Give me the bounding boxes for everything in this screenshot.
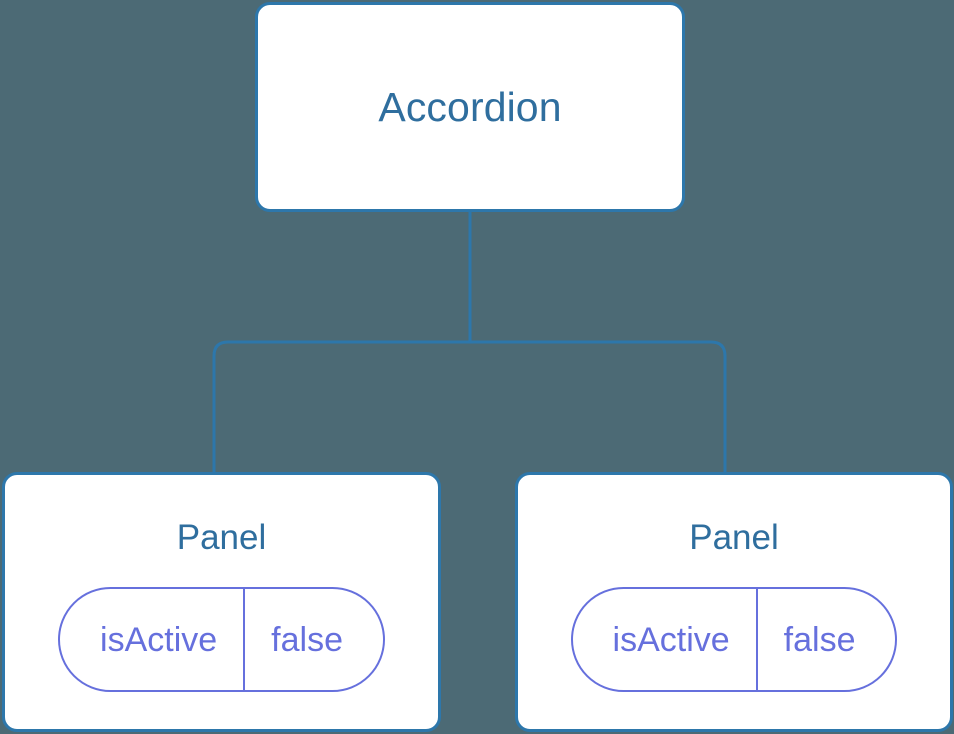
- node-panel-right-label: Panel: [689, 518, 779, 557]
- state-pill-value-right: false: [755, 589, 896, 690]
- connector-to-panel-right: [470, 340, 727, 478]
- node-panel-right[interactable]: Panel isActive false: [515, 472, 953, 732]
- node-accordion-label: Accordion: [378, 83, 562, 130]
- state-pill-key-right: isActive: [612, 620, 730, 659]
- node-accordion[interactable]: Accordion: [255, 2, 685, 212]
- node-panel-left-label: Panel: [176, 518, 267, 557]
- connector-to-panel-left: [212, 340, 470, 478]
- state-pill-value-left: false: [243, 589, 383, 690]
- state-pill-panel-right[interactable]: isActive false: [570, 587, 898, 692]
- state-pill-key-left: isActive: [100, 620, 218, 659]
- node-panel-left[interactable]: Panel isActive false: [2, 472, 441, 732]
- state-pill-panel-left[interactable]: isActive false: [58, 587, 385, 692]
